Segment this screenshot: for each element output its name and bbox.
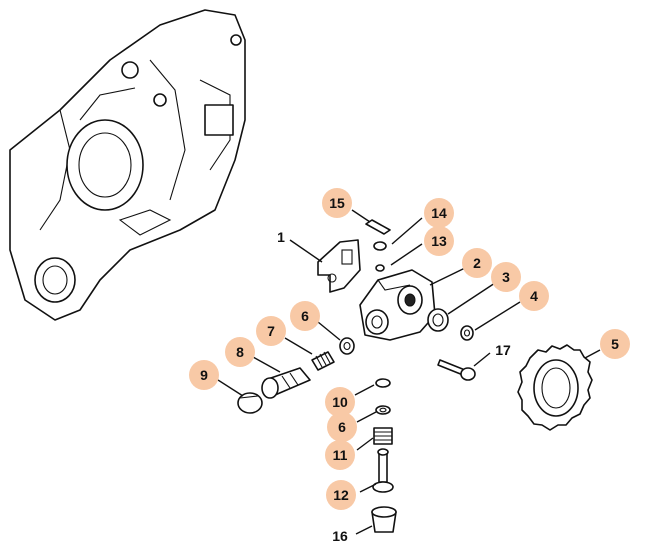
callout-badge <box>424 226 454 256</box>
callout-badge <box>322 188 352 218</box>
bracket-part-1 <box>317 239 361 293</box>
callout-label: 10 <box>332 394 348 410</box>
cap-part-16 <box>371 506 397 533</box>
callout-label: 17 <box>495 342 511 358</box>
worm-gear-part-5 <box>517 344 593 431</box>
callout-badge <box>325 387 355 417</box>
oil-pump-housing-part-2 <box>359 269 436 341</box>
callout-13: 13 <box>424 226 454 256</box>
washer-part-6-lower <box>375 405 391 415</box>
callout-17: 17 <box>495 342 511 358</box>
callout-label: 5 <box>611 336 619 352</box>
callout-badge <box>600 329 630 359</box>
callout-14: 14 <box>424 198 454 228</box>
callout-label: 14 <box>431 205 447 221</box>
callout-2: 2 <box>462 248 492 278</box>
o-ring-part-13 <box>375 264 385 272</box>
callout-badge <box>225 337 255 367</box>
callout-8: 8 <box>225 337 255 367</box>
callout-5: 5 <box>600 329 630 359</box>
callout-label: 16 <box>332 528 348 544</box>
callout-badge <box>290 301 320 331</box>
callout-label: 15 <box>329 195 345 211</box>
callout-12: 12 <box>326 480 356 510</box>
callout-badge <box>491 262 521 292</box>
callout-7: 7 <box>256 316 286 346</box>
callout-16: 16 <box>332 528 348 544</box>
callout-11: 11 <box>325 440 355 470</box>
callout-10: 10 <box>325 387 355 417</box>
callout-label: 13 <box>431 233 447 249</box>
callout-3: 3 <box>491 262 521 292</box>
callout-6-upper: 6 <box>290 301 320 331</box>
callout-badge <box>424 198 454 228</box>
callout-15: 15 <box>322 188 352 218</box>
washer-part-14 <box>373 241 387 251</box>
washer-part-4 <box>460 325 474 341</box>
callout-label: 2 <box>473 255 481 271</box>
callout-label: 7 <box>267 323 275 339</box>
callout-badge <box>325 440 355 470</box>
callout-badge <box>326 480 356 510</box>
callout-6-lower: 6 <box>327 412 357 442</box>
callout-badge <box>327 412 357 442</box>
callout-label: 4 <box>530 288 538 304</box>
washer-part-6-upper <box>339 337 355 355</box>
callout-label: 9 <box>200 367 208 383</box>
callout-label: 3 <box>502 269 510 285</box>
callout-4: 4 <box>519 281 549 311</box>
callout-label: 1 <box>277 229 285 245</box>
valve-stem-part-12 <box>372 448 394 493</box>
callout-label: 6 <box>301 308 309 324</box>
callout-badge <box>256 316 286 346</box>
callout-9: 9 <box>189 360 219 390</box>
spring-part-11 <box>373 427 393 445</box>
callout-badge <box>519 281 549 311</box>
callout-label: 6 <box>338 419 346 435</box>
callout-label: 8 <box>236 344 244 360</box>
callout-badge <box>462 248 492 278</box>
crankcase-housing <box>9 9 246 321</box>
plug-part-9 <box>237 392 263 414</box>
piston-part-8 <box>261 367 311 399</box>
callout-label: 12 <box>333 487 349 503</box>
o-ring-part-10 <box>375 378 391 388</box>
callout-label: 11 <box>333 447 348 463</box>
screw-part-17 <box>437 359 476 381</box>
callout-1: 1 <box>277 229 285 245</box>
spring-part-7 <box>311 351 335 371</box>
callouts: 1 2 3 4 5 6 6 7 <box>189 188 630 544</box>
seal-part-3 <box>427 308 449 332</box>
leader-lines <box>217 209 601 535</box>
callout-badge <box>189 360 219 390</box>
